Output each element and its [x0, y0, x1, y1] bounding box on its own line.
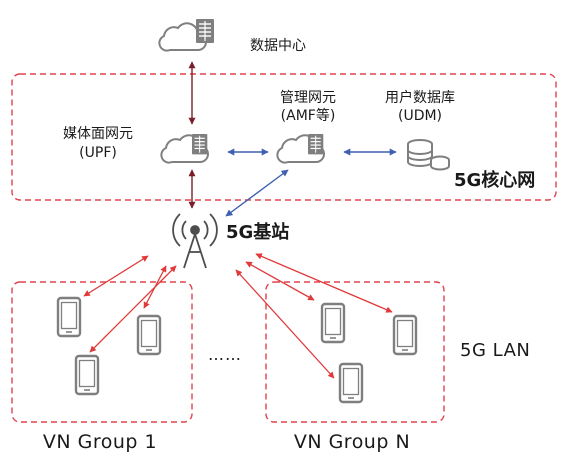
upf-label-line2: (UPF) — [79, 145, 117, 161]
phone-icon — [56, 296, 82, 338]
phone-icon — [338, 362, 364, 404]
radio-link-arrow — [83, 255, 149, 297]
base-station-antenna-icon — [172, 213, 218, 269]
upf-label-line1: 媒体面网元 — [63, 126, 133, 142]
datacenter-icon — [158, 18, 215, 52]
phone-icon — [320, 302, 346, 344]
phone-icon — [136, 314, 162, 356]
amf-basestation-arrow — [225, 169, 289, 217]
group-n-label: VN Group N — [293, 431, 411, 453]
database-icon — [407, 139, 450, 171]
core-network-label: 5G核心网 — [454, 170, 536, 191]
udm-label-line1: 用户数据库 — [385, 90, 455, 106]
amf-icon — [276, 133, 325, 164]
ellipsis: …… — [208, 345, 242, 364]
amf-label-line2: (AMF等) — [280, 108, 336, 124]
upf-icon — [160, 133, 209, 164]
radio-link-arrow — [89, 265, 177, 353]
phone-icon — [74, 354, 100, 396]
radio-link-arrow — [245, 261, 315, 301]
lan-label: 5G LAN — [460, 340, 531, 361]
amf-label-line1: 管理网元 — [280, 90, 336, 106]
datacenter-label: 数据中心 — [250, 38, 306, 54]
udm-label-line2: (UDM) — [397, 108, 443, 124]
base-station-label: 5G基站 — [226, 222, 290, 243]
core-network-region — [11, 73, 557, 201]
group-1-label: VN Group 1 — [42, 431, 158, 453]
phone-icon — [392, 314, 418, 356]
vn-group-1-region — [11, 281, 193, 423]
radio-link-arrow — [235, 269, 335, 379]
